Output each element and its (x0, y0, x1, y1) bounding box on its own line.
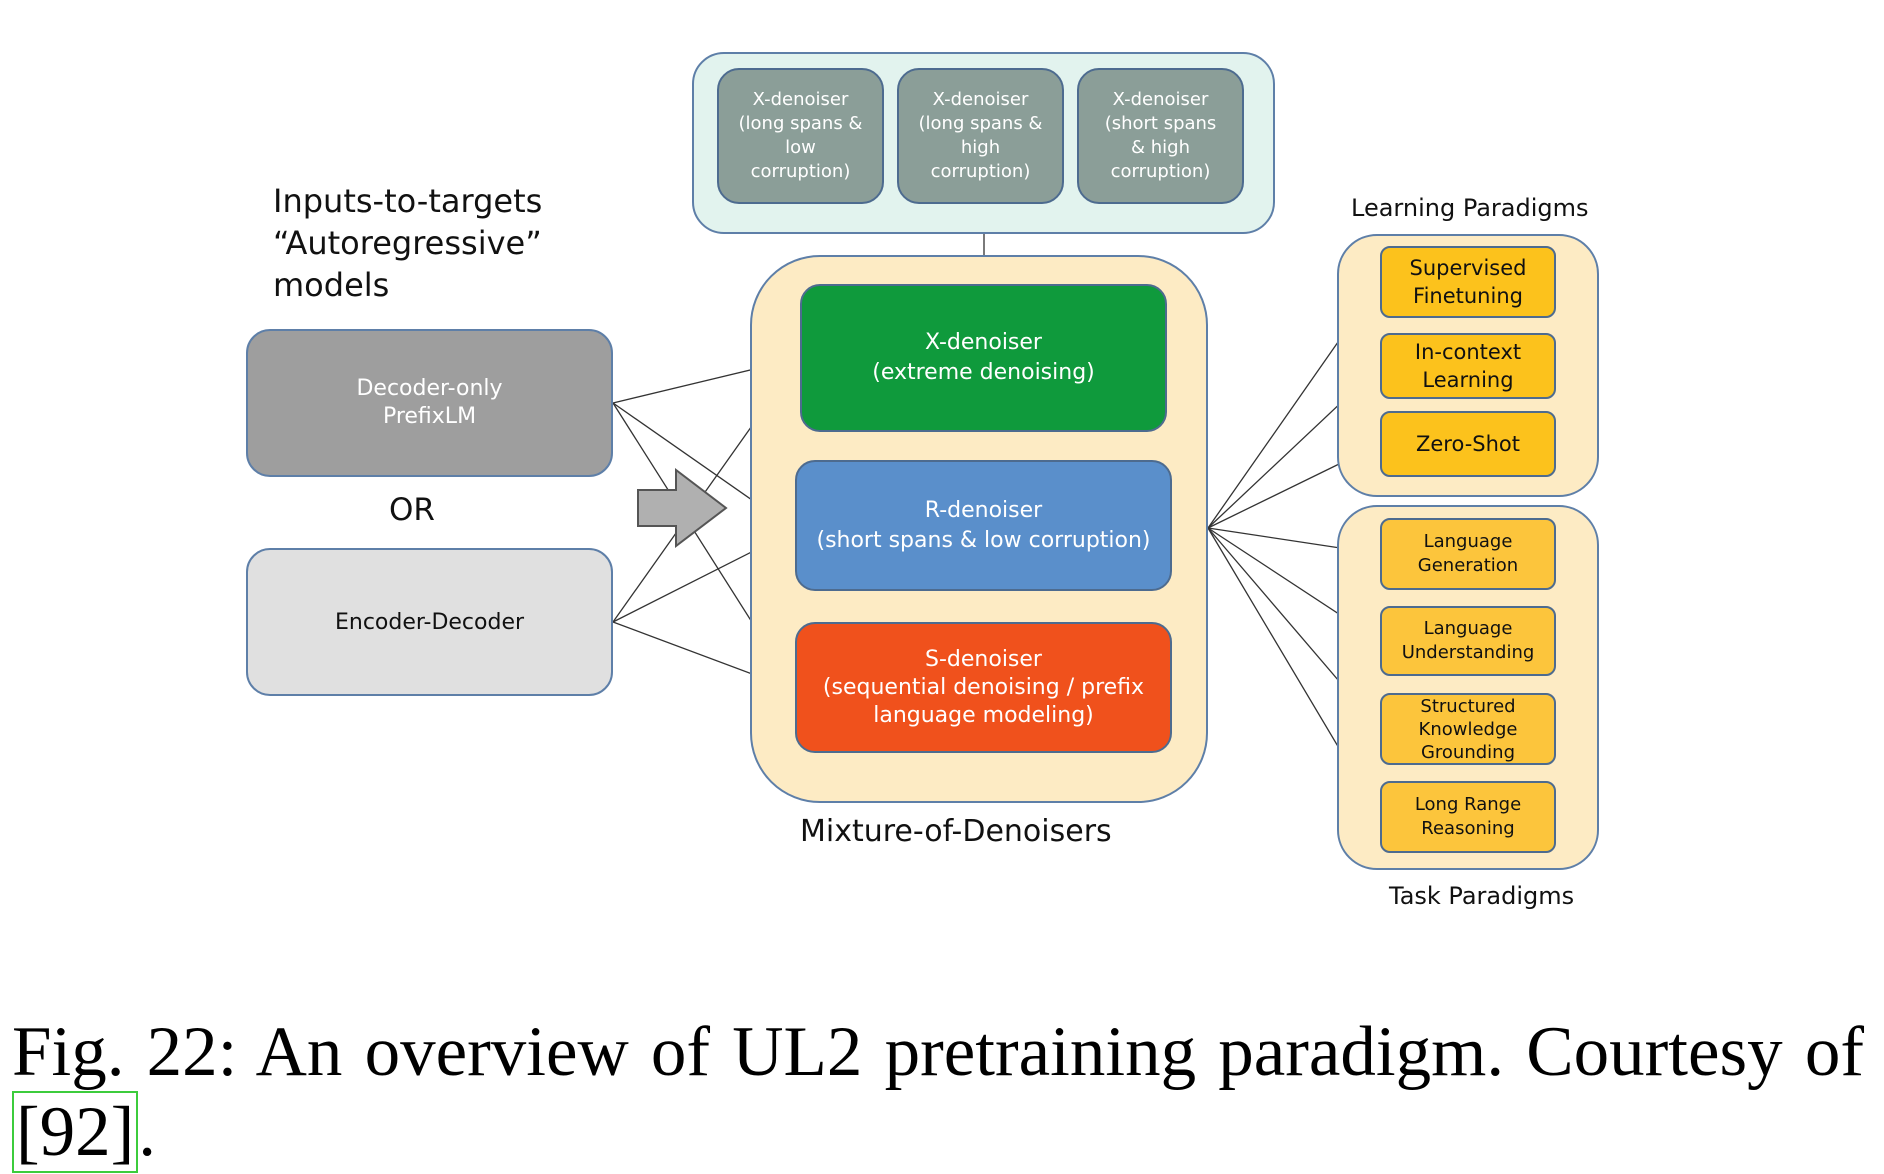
inputs-to-targets-title: Inputs-to-targets “Autoregressive” model… (273, 182, 543, 304)
task-paradigms-title: Task Paradigms (1389, 882, 1575, 910)
language-understanding-box: Language Understanding (1380, 606, 1556, 676)
learning-paradigms-title: Learning Paradigms (1351, 194, 1589, 222)
mixture-of-denoisers-label: Mixture-of-Denoisers (800, 814, 1112, 849)
long-range-reasoning-box: Long Range Reasoning (1380, 781, 1556, 853)
caption-citation-link[interactable]: [92] (12, 1091, 139, 1173)
right-arrow-icon (637, 468, 728, 548)
structured-knowledge-grounding-box: Structured Knowledge Grounding (1380, 693, 1556, 765)
s-denoiser-box: S-denoiser (sequential denoising / prefi… (795, 622, 1172, 753)
supervised-finetuning-box: Supervised Finetuning (1380, 246, 1556, 318)
x-denoiser-variant-3: X-denoiser (short spans & high corruptio… (1077, 68, 1244, 204)
decoder-only-label: Decoder-only (356, 376, 503, 401)
prefixlm-label: PrefixLM (382, 404, 477, 429)
encoder-decoder-label: Encoder-Decoder (334, 609, 525, 635)
encoder-decoder-box: Encoder-Decoder (246, 548, 613, 696)
x-denoiser-variant-2: X-denoiser (long spans & high corruption… (897, 68, 1064, 204)
caption-text: Fig. 22: An overview of UL2 pretraining … (12, 1013, 1864, 1091)
in-context-learning-box: In-context Learning (1380, 333, 1556, 399)
figure-caption: Fig. 22: An overview of UL2 pretraining … (12, 1012, 1864, 1173)
x-denoiser-variant-1: X-denoiser (long spans & low corruption) (717, 68, 884, 204)
decoder-only-prefixlm-box: Decoder-only PrefixLM (246, 329, 613, 477)
caption-end: . (138, 1093, 157, 1171)
x-denoiser-box: X-denoiser (extreme denoising) (800, 284, 1167, 432)
zero-shot-box: Zero-Shot (1380, 411, 1556, 477)
or-label: OR (389, 492, 435, 528)
language-generation-box: Language Generation (1380, 518, 1556, 590)
r-denoiser-box: R-denoiser (short spans & low corruption… (795, 460, 1172, 591)
